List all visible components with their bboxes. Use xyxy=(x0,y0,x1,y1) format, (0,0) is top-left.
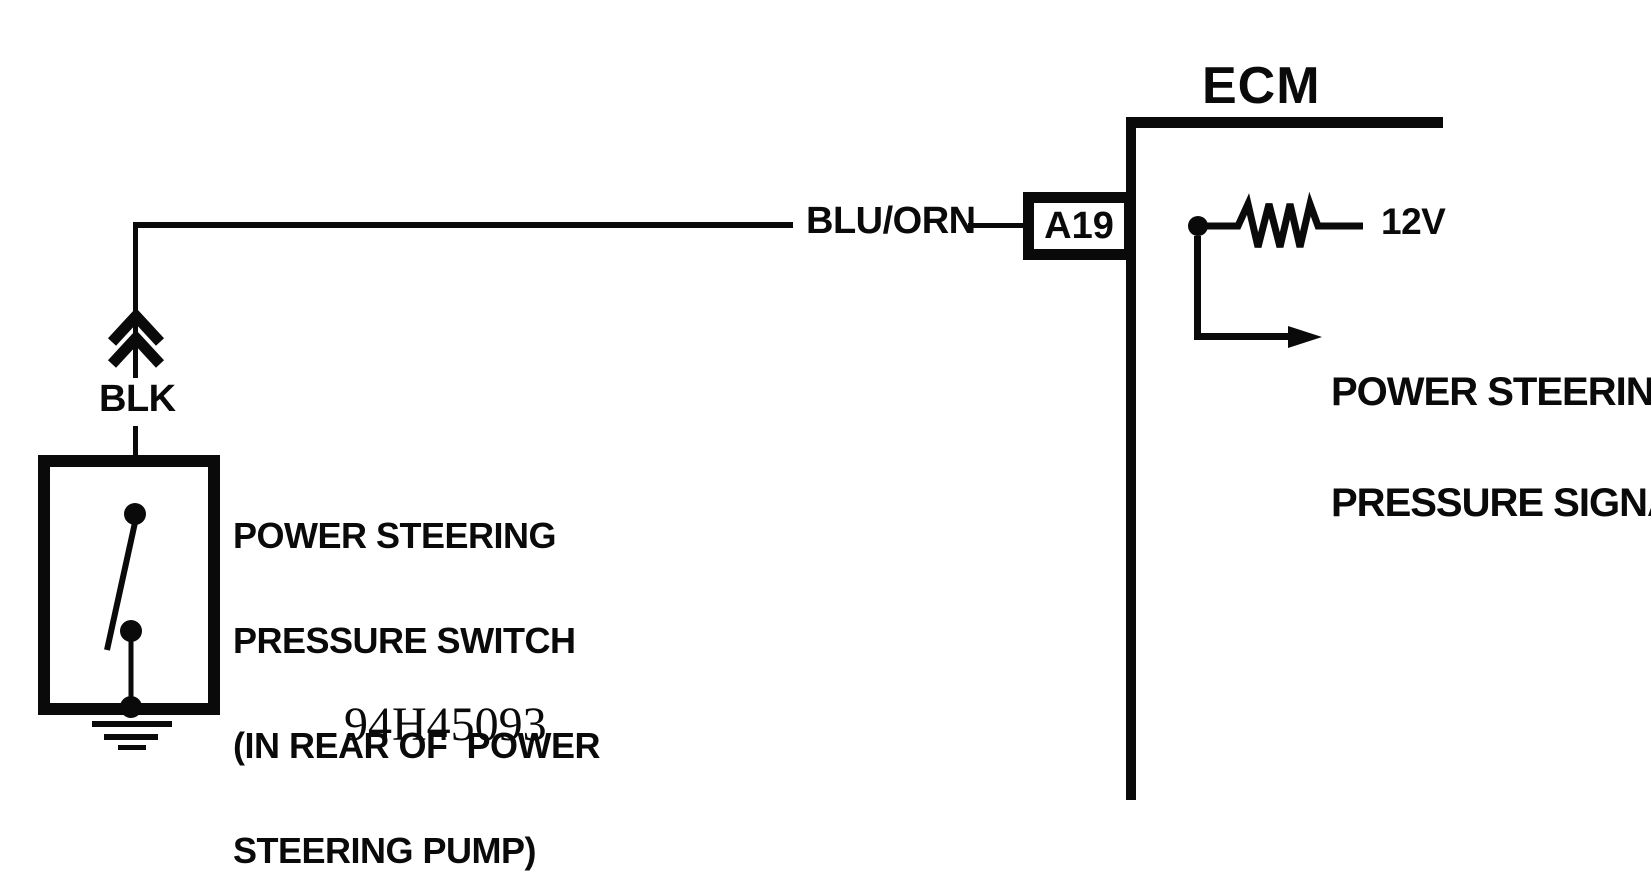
figure-number: 94H45093 xyxy=(344,698,547,751)
wire-blu-orn-left-segment xyxy=(135,222,793,228)
signal-label-line: POWER STEERING xyxy=(1331,370,1651,414)
wire-blu-orn-right-segment xyxy=(968,223,1025,228)
ground-bar-middle xyxy=(104,734,158,740)
ecm-left-boundary-line xyxy=(1126,117,1136,800)
switch-upper-contact-dot xyxy=(124,503,146,525)
switch-description-line: POWER STEERING xyxy=(233,515,557,556)
connector-pin-label: A19 xyxy=(1044,204,1114,247)
ecm-title: ECM xyxy=(1202,57,1321,115)
pullup-voltage-label: 12V xyxy=(1381,201,1446,242)
ground-bar-top xyxy=(92,721,172,727)
ecm-top-boundary-line xyxy=(1128,117,1443,128)
ground-wire-color-label: BLK xyxy=(99,378,176,420)
inline-connector-icon xyxy=(107,307,165,368)
signal-label: POWER STEERING PRESSURE SIGNAL xyxy=(1331,300,1651,596)
switch-drop-wire xyxy=(133,222,138,378)
switch-case-ground-dot xyxy=(120,696,142,718)
arrow-right-icon xyxy=(1288,326,1322,348)
signal-branch-vertical-wire xyxy=(1194,236,1201,337)
switch-description-line: PRESSURE SWITCH xyxy=(233,620,576,661)
wire-color-label: BLU/ORN xyxy=(806,200,976,242)
switch-description-line: (IN REAR OF POWER xyxy=(233,725,601,766)
signal-label-line: PRESSURE SIGNAL xyxy=(1331,481,1651,525)
resistor-icon xyxy=(1203,191,1363,248)
ground-bar-bottom xyxy=(118,745,146,750)
connector-pin-box: A19 xyxy=(1023,192,1135,260)
signal-branch-horizontal-wire xyxy=(1194,333,1294,340)
junction-dot xyxy=(1188,216,1208,236)
switch-description-line: STEERING PUMP) xyxy=(233,830,537,871)
chevron-up-icon xyxy=(107,329,165,368)
switch-arm xyxy=(104,517,139,651)
switch-description-label: POWER STEERING PRESSURE SWITCH (IN REAR … xyxy=(233,448,601,876)
chevron-up-icon xyxy=(107,307,165,346)
